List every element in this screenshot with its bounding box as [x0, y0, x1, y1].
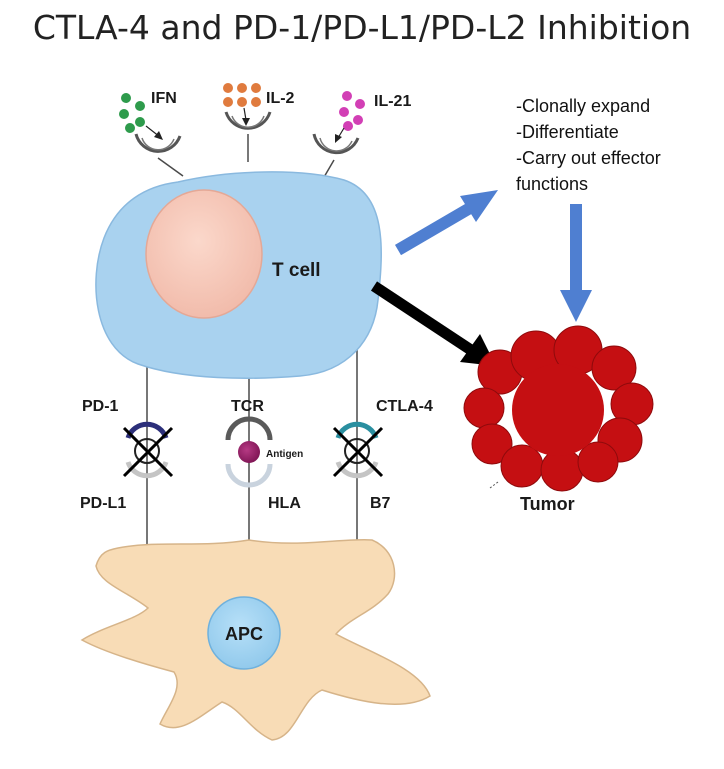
pdl1-label: PD-L1	[80, 495, 126, 512]
b7-label: B7	[370, 495, 391, 512]
pd1-label: PD-1	[82, 398, 119, 415]
effect-line-1: -Clonally expand	[516, 96, 650, 116]
antigen-label: Antigen	[266, 449, 303, 460]
il2-label: IL-2	[266, 90, 295, 107]
il21-label: IL-21	[374, 93, 411, 110]
effect-line-4: functions	[516, 174, 588, 194]
tcr-hla-antigen-icon	[225, 416, 273, 488]
ctla4-label: CTLA-4	[376, 398, 433, 415]
il2-receptor-icon	[224, 111, 272, 130]
il21-receptor-icon	[312, 133, 360, 155]
il2-arrowhead	[242, 118, 250, 126]
apc-nucleus	[207, 596, 281, 670]
t-cell-label: T cell	[272, 260, 321, 281]
il21-arrowhead	[335, 134, 342, 143]
il21-cytokine-dots	[339, 91, 365, 131]
ifn-arrowhead	[154, 131, 163, 140]
tcell-to-tumor-arrow-shaft	[370, 281, 478, 357]
tumor-mass	[463, 325, 654, 492]
ifn-receptor-icon	[134, 133, 182, 153]
effect-line-3: -Carry out effector	[516, 148, 661, 168]
effect-line-2: -Differentiate	[516, 122, 619, 142]
hla-label: HLA	[268, 495, 301, 512]
page-title: CTLA-4 and PD-1/PD-L1/PD-L2 Inhibition	[32, 8, 692, 47]
tcell-to-effects-arrowhead	[460, 190, 498, 222]
apc-label: APC	[225, 624, 263, 644]
tcell-to-effects-arrow-shaft	[394, 202, 474, 256]
pd1-pdl1-blocked-icon	[122, 421, 174, 479]
ifn-label: IFN	[151, 90, 177, 107]
ifn-cytokine-dots	[119, 93, 145, 133]
il2-cytokine-dots	[223, 83, 261, 107]
tumor-label: Tumor	[520, 494, 575, 514]
tumor-dashed-mark	[489, 481, 499, 489]
ifn-receptor-stalk	[157, 157, 184, 177]
effects-to-tumor-arrowhead	[560, 290, 592, 322]
tcr-label: TCR	[231, 398, 264, 415]
t-cell-nucleus	[145, 189, 263, 319]
ctla4-b7-blocked-icon	[332, 421, 384, 479]
